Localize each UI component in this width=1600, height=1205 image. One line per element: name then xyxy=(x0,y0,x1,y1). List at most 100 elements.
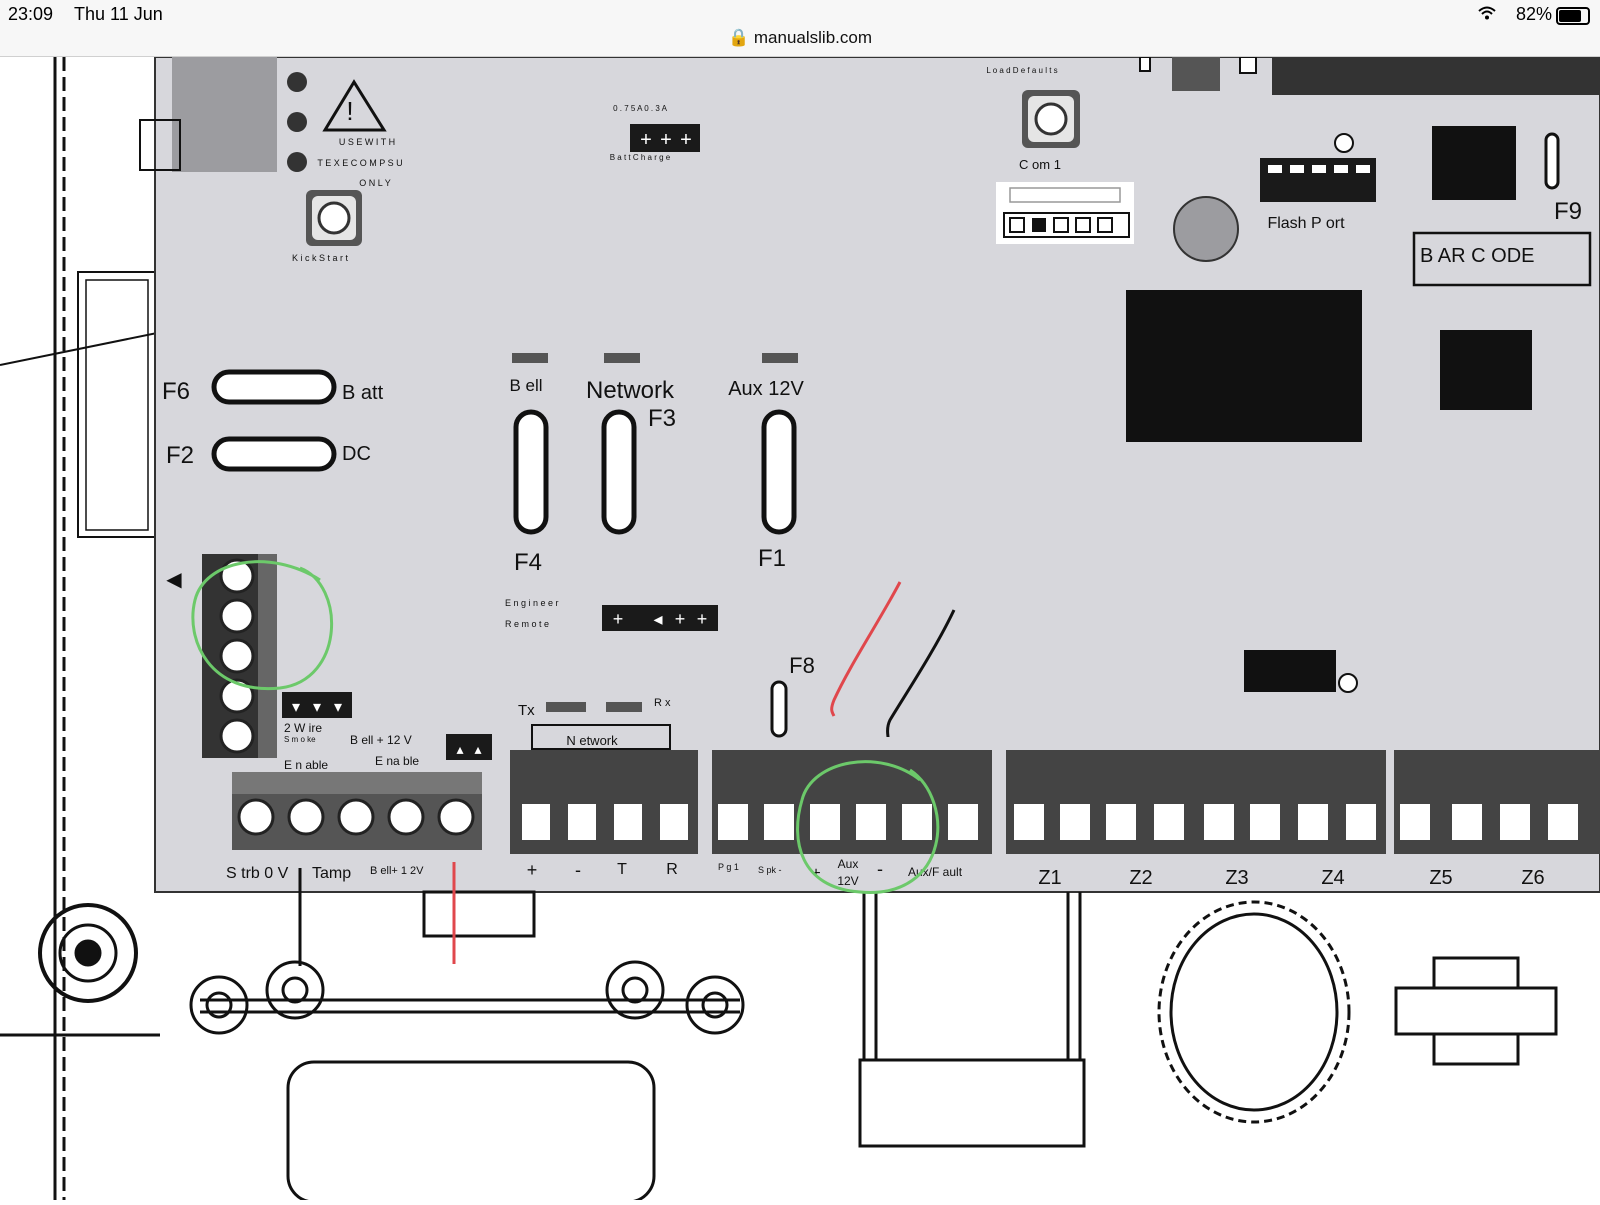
enable-label-2: E na ble xyxy=(375,754,419,768)
net-r-label: R xyxy=(666,861,678,878)
battery-icon xyxy=(1556,7,1590,25)
bell-enable-jumper: ▴ ▴ xyxy=(446,734,492,760)
enclosure-outline xyxy=(0,57,271,1200)
kick-start-button xyxy=(306,190,362,246)
f2-fuse xyxy=(211,436,337,472)
rx-led xyxy=(606,702,642,712)
date: Thu 11 Jun xyxy=(74,4,163,24)
two-wire-smoke-jumper: ▾ ▾ ▾ xyxy=(282,692,352,718)
address-bar[interactable]: 🔒 manualslib.com xyxy=(0,28,1600,48)
f3-label: F3 xyxy=(648,405,676,432)
clock: 23:09 xyxy=(8,4,54,24)
warning-text-line2: T E X E C O M P S U xyxy=(317,158,402,168)
batt-charge-rating: 0 . 7 5 A 0 . 3 A xyxy=(613,104,667,113)
red-wire-top xyxy=(830,581,902,717)
zone-label: Z1 xyxy=(1038,867,1061,889)
aux-bottom-label-1: Aux xyxy=(838,857,859,871)
net-t-label: T xyxy=(617,861,627,878)
strobe-bell-terminal-block xyxy=(232,772,482,850)
network-bracket xyxy=(531,724,671,750)
zone-label: Z5 xyxy=(1429,867,1452,889)
engineer-label: E n g i n e e r xyxy=(505,598,559,608)
network-small-label: N etwork xyxy=(566,733,618,748)
net-minus-label: - xyxy=(575,860,581,880)
aux12v-label: Aux 12V xyxy=(728,378,804,400)
network-led xyxy=(604,353,640,363)
f3-fuse xyxy=(601,409,637,535)
svg-text:◀: ◀ xyxy=(166,569,182,591)
black-wire-top xyxy=(886,609,956,738)
barcode-box xyxy=(1412,231,1592,287)
lock-icon: 🔒 xyxy=(727,28,750,47)
ic-chip-right xyxy=(1440,330,1532,410)
tx-label: Tx xyxy=(518,702,535,719)
bell-12v-bottom-label: B ell+ 1 2V xyxy=(370,865,424,877)
f4-label: F4 xyxy=(514,549,542,576)
f2-label: F2 xyxy=(166,442,194,469)
f1-fuse xyxy=(761,409,797,535)
remote-label: R e m o t e xyxy=(505,619,549,629)
left-terminal-block: ◀ xyxy=(166,554,277,758)
svg-text:+: + xyxy=(697,609,708,629)
load-defaults-label: L o a d D e f a u l t s xyxy=(986,66,1057,75)
zone-label: Z4 xyxy=(1321,867,1344,889)
barcode-label: B AR C ODE xyxy=(1420,245,1534,267)
svg-text:+: + xyxy=(660,129,672,151)
battery-percentage: 82% xyxy=(1515,4,1552,24)
warning-text-line1: U S E W I T H xyxy=(339,137,395,147)
rx-label: R x xyxy=(654,697,671,709)
network-label: Network xyxy=(586,377,675,404)
ic-chip-top-right xyxy=(1432,126,1516,200)
bell-12v-label: B ell + 12 V xyxy=(350,733,412,747)
wifi-icon xyxy=(1478,6,1496,25)
kick-start-label: K i c k S t a r t xyxy=(292,253,349,263)
network-terminal-block xyxy=(510,750,698,854)
net-plus-label: + xyxy=(527,860,538,880)
svg-text:▾: ▾ xyxy=(292,699,300,716)
f9-label: F9 xyxy=(1554,198,1582,225)
pg1-label: P g 1 xyxy=(718,862,739,872)
load-defaults-button xyxy=(1022,90,1080,148)
smoke-label: S m o ke xyxy=(284,735,316,744)
warning-icon: ! xyxy=(322,79,387,132)
svg-text:▾: ▾ xyxy=(334,699,342,716)
aux12v-led xyxy=(762,353,798,363)
zone-label: Z3 xyxy=(1225,867,1248,889)
svg-text:▾: ▾ xyxy=(313,699,321,716)
batt-charge-jumper: + + + xyxy=(630,124,700,152)
flash-port-connector xyxy=(1260,133,1376,202)
relay-component xyxy=(1244,650,1358,693)
batt-charge-label: B a t t C h a r g e xyxy=(610,153,671,162)
left-terminal-annotation-circle xyxy=(191,560,334,691)
engineer-connector: + ◂ + + xyxy=(602,605,718,631)
aux-bottom-label-2: 12V xyxy=(837,874,858,888)
aux-minus-label: - xyxy=(877,859,883,879)
svg-text:+: + xyxy=(680,129,692,151)
aux-terminal-block xyxy=(712,750,992,854)
main-processor-chip xyxy=(1126,290,1362,442)
f8-fuse xyxy=(770,680,788,738)
com1-connector xyxy=(996,182,1134,244)
svg-text:▴: ▴ xyxy=(456,741,463,757)
batt-label: B att xyxy=(342,382,384,404)
f8-label: F8 xyxy=(789,653,815,678)
top-connector-row xyxy=(1139,56,1600,95)
svg-text:+: + xyxy=(640,129,652,151)
bell-led xyxy=(512,353,548,363)
aux-terminal-annotation-circle xyxy=(796,760,940,894)
com1-label: C om 1 xyxy=(1019,157,1061,172)
alarm-panel-wiring-diagram: ! U S E W I T H T E X E C O M P S U O N … xyxy=(0,56,1600,1204)
f6-label: F6 xyxy=(162,378,190,405)
f1-label: F1 xyxy=(758,545,786,572)
f6-fuse xyxy=(211,369,337,405)
zone-terminal-block-1 xyxy=(1006,750,1386,854)
svg-text:▴: ▴ xyxy=(474,741,481,757)
strb-0v-label: S trb 0 V xyxy=(226,865,289,882)
url-text: manualslib.com xyxy=(753,28,872,47)
svg-text:◂: ◂ xyxy=(653,609,662,629)
two-wire-label: 2 W ire xyxy=(284,721,322,735)
flash-port-label: Flash P ort xyxy=(1267,215,1345,232)
bell-label: B ell xyxy=(509,376,542,395)
enclosure-lower xyxy=(189,890,1558,1204)
dc-label: DC xyxy=(342,443,371,465)
